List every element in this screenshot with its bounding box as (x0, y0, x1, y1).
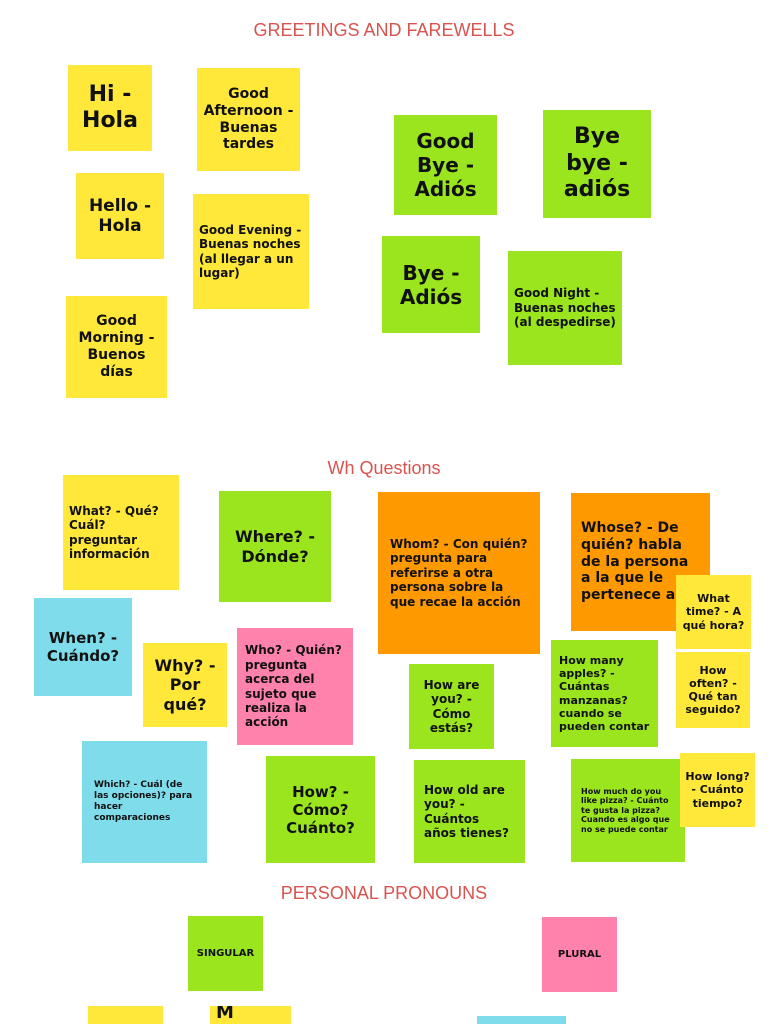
sticky-note-which: Which? - Cuál (de las opciones)? para ha… (82, 741, 207, 863)
sticky-note-how-old: How old are you? - Cuántos años tienes? (414, 760, 525, 863)
sticky-note-plural: PLURAL (542, 917, 617, 992)
sticky-note-partial-3 (477, 1016, 566, 1024)
sticky-note-where: Where? - Dónde? (219, 491, 331, 602)
sticky-note-why: Why? - Por qué? (143, 643, 227, 727)
sticky-note-how-often: How often? - Qué tan seguido? (676, 652, 750, 728)
sticky-note-partial-2: M (210, 1006, 291, 1024)
sticky-note-who: Who? - Quién? pregunta acerca del sujeto… (237, 628, 353, 745)
sticky-note-how-many: How many apples? - Cuántas manzanas? cua… (551, 640, 658, 747)
sticky-note-bye: Bye - Adiós (382, 236, 480, 333)
sticky-note-how: How? - Cómo? Cuánto? (266, 756, 375, 863)
sticky-note-whom: Whom? - Con quién? pregunta para referir… (378, 492, 540, 654)
sticky-note-good-evening: Good Evening - Buenas noches (al llegar … (193, 194, 309, 309)
sticky-note-hello: Hello - Hola (76, 173, 164, 259)
sticky-note-singular: SINGULAR (188, 916, 263, 991)
sticky-note-when: When? - Cuándo? (34, 598, 132, 696)
sticky-note-what-time: What time? - A qué hora? (676, 575, 751, 649)
sticky-note-good-night: Good Night - Buenas noches (al despedirs… (508, 251, 622, 365)
sticky-note-partial-1 (88, 1006, 163, 1024)
section-heading-greetings: GREETINGS AND FAREWELLS (253, 20, 515, 40)
sticky-note-bye-bye: Bye bye - adiós (543, 110, 651, 218)
sticky-note-how-long: How long? - Cuánto tiempo? (680, 753, 755, 827)
sticky-note-how-much: How much do you like pizza? - Cuánto te … (571, 759, 685, 862)
sticky-note-good-morning: Good Morning - Buenos días (66, 296, 167, 398)
sticky-note-hi: Hi - Hola (68, 65, 152, 151)
sticky-note-good-afternoon: Good Afternoon - Buenas tardes (197, 68, 300, 171)
sticky-note-how-are-you: How are you? - Cómo estás? (409, 664, 494, 749)
sticky-note-what: What? - Qué? Cuál? preguntar información (63, 475, 179, 590)
sticky-note-good-bye: Good Bye - Adiós (394, 115, 497, 215)
section-heading-wh-questions: Wh Questions (327, 458, 441, 478)
section-heading-personal-pronouns: PERSONAL PRONOUNS (280, 883, 488, 903)
